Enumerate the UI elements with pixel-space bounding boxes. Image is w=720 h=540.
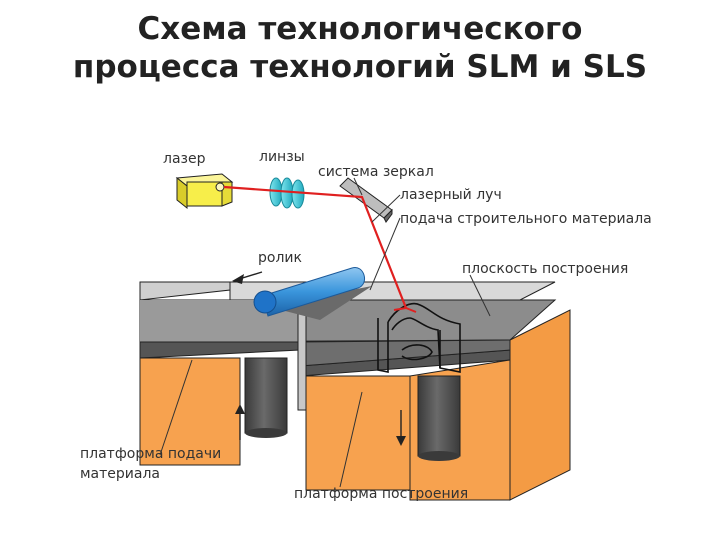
title-line-1: Схема технологического <box>137 11 583 47</box>
label-laser-beam: лазерный луч <box>400 187 502 203</box>
laser-beam-focus <box>393 306 417 313</box>
back-wall <box>139 281 231 301</box>
front-wall-middle <box>305 375 411 491</box>
mirror-system <box>339 177 393 223</box>
roller <box>253 267 372 320</box>
slide-title: Схема технологического процесса технолог… <box>0 10 720 86</box>
roller-wedge <box>262 286 372 320</box>
build-piston <box>417 375 461 457</box>
label-mirror-system: система зеркал <box>318 164 434 180</box>
label-laser: лазер <box>163 151 206 167</box>
left-wall <box>139 357 241 466</box>
right-wall <box>509 309 571 501</box>
label-material-feed: подача строительного материала <box>400 211 652 227</box>
label-build-plane: плоскость построения <box>462 261 628 277</box>
label-lenses: линзы <box>259 149 305 165</box>
divider-wall <box>297 299 307 411</box>
laser-unit <box>175 173 234 210</box>
title-line-2: процесса технологий SLM и SLS <box>72 49 648 85</box>
label-feed-platform-1: платформа подачи <box>80 446 221 462</box>
label-roller: ролик <box>258 250 302 266</box>
feed-piston-base <box>245 428 287 438</box>
build-chamber <box>139 281 571 501</box>
laser-beam <box>223 185 408 309</box>
leader-lines <box>159 177 491 488</box>
feed-piston <box>244 357 288 434</box>
arrows <box>232 271 406 446</box>
lenses <box>269 177 305 209</box>
feed-platform <box>139 341 301 359</box>
roller-end <box>253 290 277 314</box>
build-piston-base <box>418 451 460 461</box>
roller-body <box>261 267 366 317</box>
built-part <box>377 303 461 373</box>
label-build-platform: платформа построения <box>294 486 468 502</box>
label-feed-platform-2: материала <box>80 466 160 482</box>
